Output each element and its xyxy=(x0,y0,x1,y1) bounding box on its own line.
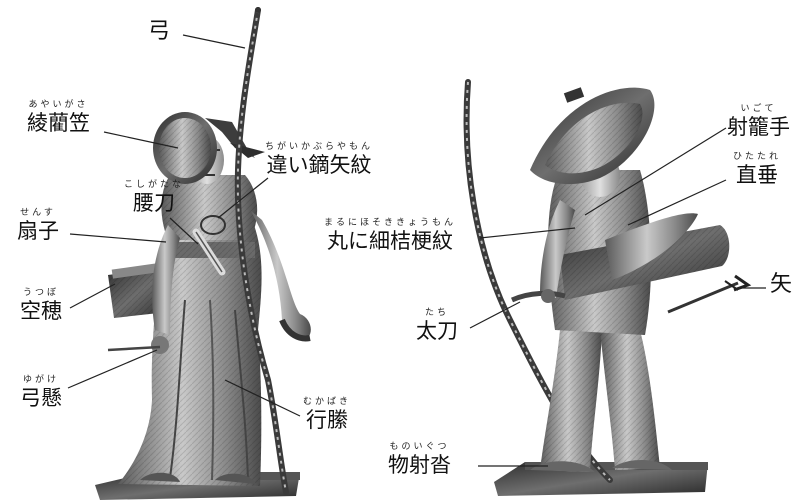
label-mukabaki: むかばき 行縢 xyxy=(303,398,351,431)
front-statue xyxy=(95,7,311,500)
label-koshigatana-text: 腰刀 xyxy=(133,191,175,215)
label-yumi-text: 弓 xyxy=(148,19,171,44)
leader-yugake xyxy=(67,349,158,389)
back-statue xyxy=(463,79,752,496)
back-quiver xyxy=(560,213,730,300)
label-tachi-text: 太刀 xyxy=(416,319,458,343)
leader-chigai xyxy=(217,177,269,219)
label-hitatare-text: 直垂 xyxy=(736,163,778,187)
label-hitatare-ruby: ひたたれ xyxy=(733,152,782,162)
leader-igote xyxy=(584,127,727,216)
leader-utsubo xyxy=(69,283,116,309)
label-ayaigasa: あやいがさ 綾藺笠 xyxy=(27,101,90,134)
label-monoigutsu-text: 物射沓 xyxy=(388,453,451,477)
front-bow xyxy=(234,7,289,495)
label-ya: 矢 xyxy=(770,274,792,296)
label-chigai: ちがいかぶらやもん 違い鏑矢紋 xyxy=(265,143,373,176)
front-koshigatana xyxy=(192,228,226,276)
label-ayaigasa-ruby: あやいがさ xyxy=(28,100,89,110)
front-hat xyxy=(153,112,265,184)
label-mukabaki-text: 行縢 xyxy=(306,408,348,432)
label-utsubo-text: 空穂 xyxy=(20,299,62,323)
label-koshigatana-ruby: こしがたな xyxy=(124,180,185,190)
leader-koshigatana xyxy=(169,217,199,245)
label-maruni: まるにほそききょうもん 丸に細桔梗紋 xyxy=(324,219,456,252)
leader-tachi xyxy=(469,301,521,329)
label-tachi: たち 太刀 xyxy=(416,309,458,342)
back-arm-tachi xyxy=(510,200,575,303)
leader-maruni xyxy=(479,227,576,239)
front-arm-left xyxy=(107,225,180,354)
label-koshigatana: こしがたな 腰刀 xyxy=(124,181,184,214)
label-tachi-ruby: たち xyxy=(424,308,449,318)
label-chigai-text: 違い鏑矢紋 xyxy=(266,153,372,177)
leader-lines xyxy=(67,34,766,467)
leader-yumi xyxy=(182,34,246,49)
leader-sensu xyxy=(69,233,167,243)
label-utsubo: うつぼ 空穂 xyxy=(20,289,62,322)
label-maruni-text: 丸に細桔梗紋 xyxy=(327,229,453,253)
label-maruni-ruby: まるにほそききょうもん xyxy=(324,218,457,228)
front-arm-right xyxy=(250,210,311,342)
leader-ayaigasa xyxy=(103,131,179,149)
label-sensu: せんす 扇子 xyxy=(17,209,59,242)
label-hitatare: ひたたれ 直垂 xyxy=(733,153,781,186)
label-sensu-ruby: せんす xyxy=(20,208,56,218)
label-ya-text: 矢 xyxy=(770,272,793,297)
label-monoigutsu-ruby: ものいぐつ xyxy=(389,442,450,452)
leader-mukabaki xyxy=(224,379,301,417)
label-utsubo-ruby: うつぼ xyxy=(22,288,59,298)
label-ayaigasa-text: 綾藺笠 xyxy=(27,111,90,135)
label-mukabaki-ruby: むかばき xyxy=(303,397,352,407)
back-legs xyxy=(530,330,672,472)
label-yugake: ゆがけ 弓懸 xyxy=(20,376,62,409)
back-arrows xyxy=(667,274,752,314)
label-yumi: 弓 xyxy=(148,21,170,43)
label-chigai-ruby: ちがいかぶらやもん xyxy=(265,142,374,152)
label-sensu-text: 扇子 xyxy=(17,219,59,243)
label-igote-text: 射籠手 xyxy=(727,115,790,139)
label-igote-ruby: いごて xyxy=(740,104,777,114)
leader-hitatare xyxy=(627,179,727,226)
label-monoigutsu: ものいぐつ 物射沓 xyxy=(388,443,451,476)
label-yugake-ruby: ゆがけ xyxy=(22,375,59,385)
front-robe xyxy=(118,215,262,486)
label-igote: いごて 射籠手 xyxy=(727,105,790,138)
label-yugake-text: 弓懸 xyxy=(20,386,62,410)
back-hat xyxy=(530,87,655,185)
